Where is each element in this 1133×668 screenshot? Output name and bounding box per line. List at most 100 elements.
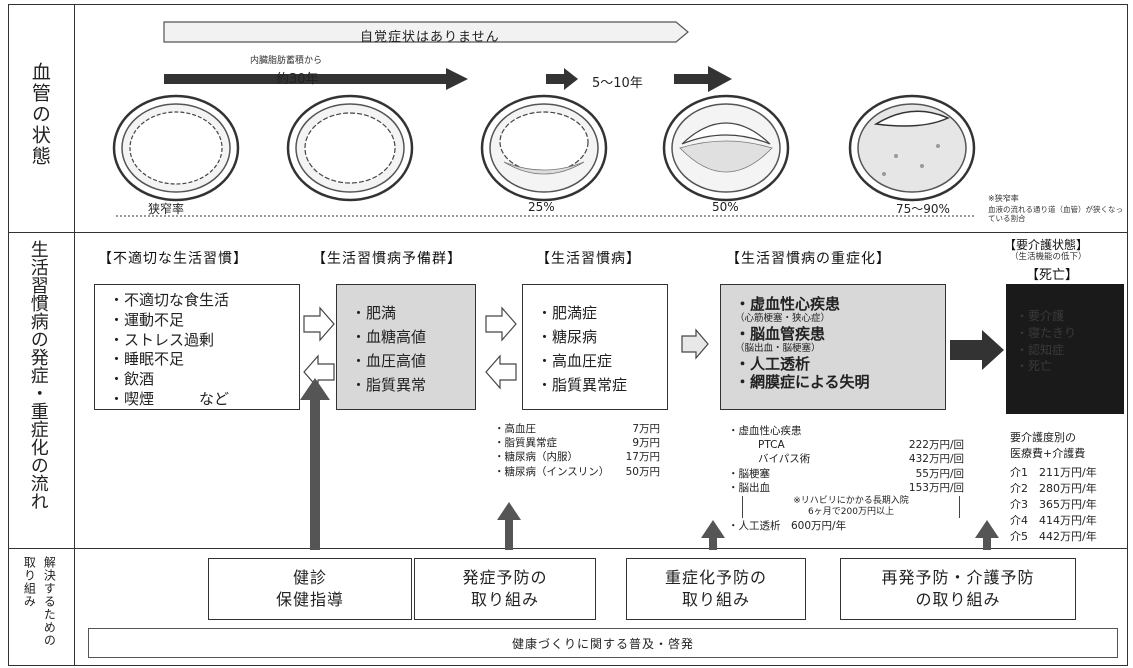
risk-item: ・脂質異常 — [351, 376, 427, 394]
disease-item: ・糖尿病 — [537, 328, 598, 346]
dark-arrow-to-care — [950, 330, 1004, 370]
vessel-section-graphics — [112, 21, 976, 217]
hollow-arrow-left-2 — [485, 354, 517, 390]
cost-dialysis: ・人工透析 600万円/年 — [728, 520, 847, 533]
habit-item: ・喫煙 など — [109, 389, 230, 408]
cost-name: バイパス術 — [758, 453, 811, 466]
visceral-fat-note: 内臓脂肪蓄積から — [250, 56, 323, 66]
stenosis-pct-75-90: 75～90% — [896, 202, 950, 216]
hollow-arrow-right-3 — [681, 328, 709, 360]
up-arrow-onset-prevention — [497, 502, 521, 550]
vessel-cross-section-1 — [112, 94, 240, 202]
disease-item: ・肥満症 — [537, 304, 598, 322]
effort-box-checkup: 健診 保健指導 — [208, 558, 412, 620]
rehab-note-1: ※リハビリにかかる長期入院 — [793, 495, 909, 506]
rehab-note-bracket: ※リハビリにかかる長期入院 6ヶ月で200万円以上 — [742, 495, 960, 519]
cost-name: ・脳梗塞 — [728, 467, 770, 480]
risk-item: ・血糖高値 — [351, 328, 427, 346]
habit-item: ・飲酒 — [109, 370, 155, 389]
stage-header-prediabetic-group: 【生活習慣病予備群】 — [312, 251, 462, 267]
cost-value: 222万円/回 — [908, 439, 964, 452]
stage-header-care-sub: （生活機能の低下） — [1010, 252, 1087, 262]
cost-value: 7万円 — [632, 423, 660, 435]
stage-box-lifestyle-disease: ・肥満症 ・糖尿病 ・高血圧症 ・脂質異常症 — [522, 284, 668, 410]
habit-item: ・ストレス過剰 — [109, 330, 215, 349]
cost-value: 9万円 — [632, 437, 660, 450]
stage-header-unhealthy-habits: 【不適切な生活習慣】 — [98, 251, 248, 267]
row-label-effort: 取り組み — [22, 556, 37, 608]
effort-box-onset-prevention: 発症予防の 取り組み — [414, 558, 596, 620]
effort-box-care-prevention: 再発予防・介護予防 の取り組み — [840, 558, 1076, 620]
hollow-arrow-right-2 — [485, 306, 517, 342]
care-cost-row: 介4 414万円/年 — [1010, 513, 1097, 527]
effort-box-severity-prevention: 重症化予防の 取り組み — [626, 558, 806, 620]
rehab-note-2: 6ヶ月で200万円以上 — [808, 507, 894, 518]
stage-box-prediabetic-group: ・肥満 ・血糖高値 ・血圧高値 ・脂質異常 — [336, 284, 476, 410]
stage-header-severe: 【生活習慣病の重症化】 — [726, 251, 891, 267]
row-label-flow: 生活習慣病の発症・重症化の流れ — [27, 240, 49, 510]
cost-value: 153万円/回 — [908, 481, 964, 494]
cost-value: 432万円/回 — [908, 453, 964, 466]
stenosis-pct-25: 25% — [528, 200, 555, 214]
vessel-cross-section-4 — [662, 94, 790, 202]
stage-box-severe: ・虚血性心疾患 （心筋梗塞・狭心症） ・脳血管疾患 （脳出血・脳梗塞） ・人工透… — [720, 284, 946, 410]
care-item: ・寝たきり — [1016, 325, 1077, 340]
care-cost-row: 介3 365万円/年 — [1010, 497, 1097, 511]
risk-item: ・血圧高値 — [351, 352, 427, 370]
care-cost-row: 介2 280万円/年 — [1010, 481, 1097, 495]
care-dark-box: ・要介護 ・寝たきり ・認知症 ・死亡 — [1006, 284, 1124, 414]
cost-name: ・高血圧 — [494, 423, 536, 435]
cost-value: 50万円 — [625, 465, 660, 478]
stage-header-care-needed: 【要介護状態】 — [1004, 238, 1089, 252]
years-5-10-label: 5～10年 — [592, 76, 643, 91]
no-symptoms-banner-arrow — [163, 21, 689, 43]
care-costs: 要介護度別の 医療費+介護費 介1 211万円/年 介2 280万円/年 介3 … — [1010, 430, 1097, 545]
stenosis-pct-50: 50% — [712, 200, 739, 214]
care-item: ・要介護 — [1016, 309, 1065, 323]
care-cost-row: 介5 442万円/年 — [1010, 529, 1097, 543]
disease-item: ・高血圧症 — [537, 352, 613, 370]
health-promotion-banner: 健康づくりに関する普及・啓発 — [88, 628, 1118, 658]
severe-item-note: （脳出血・脳梗塞） — [735, 343, 821, 355]
cost-value: 55万円/回 — [915, 467, 964, 480]
risk-item: ・肥満 — [351, 304, 397, 322]
vessel-cross-section-2 — [286, 94, 414, 202]
row-label-effort-sub: 解決するための — [42, 556, 57, 647]
care-item: ・死亡 — [1016, 359, 1053, 374]
row-divider-2 — [8, 548, 1128, 549]
stage-arrows — [300, 306, 1004, 550]
severe-item-note: （心筋梗塞・狭心症） — [735, 313, 831, 325]
stenosis-label: 狭窄率 — [148, 202, 185, 216]
care-costs-title: 要介護度別の — [1010, 431, 1076, 444]
years-30-label: 約30年 — [276, 72, 319, 87]
care-costs-title: 医療費+介護費 — [1010, 446, 1086, 460]
vessel-cross-section-3 — [480, 94, 608, 202]
vessel-cross-section-5 — [848, 94, 976, 202]
care-cost-row: 介1 211万円/年 — [1010, 465, 1097, 479]
stage-header-death: 【死亡】 — [1026, 268, 1079, 283]
up-arrow-checkup — [300, 378, 330, 550]
progression-arrow-2b — [674, 66, 732, 92]
hollow-arrow-left-1 — [303, 354, 335, 390]
stenosis-side-note-1: ※狭窄率 — [988, 194, 1019, 203]
cost-ihd: ・虚血性心疾患 — [728, 425, 802, 437]
stenosis-side-note-2: 血液の流れる通り道（血管）が狭くなっている割合 — [988, 205, 1123, 223]
severe-item: ・脳血管疾患 — [735, 324, 826, 343]
row-label-vessel: 血管の状態 — [28, 62, 51, 167]
stage-header-lifestyle-disease: 【生活習慣病】 — [536, 251, 641, 267]
progression-arrow-2a — [546, 68, 578, 90]
stage-box-unhealthy-habits: ・不適切な食生活 ・運動不足 ・ストレス過剰 ・睡眠不足 ・飲酒 ・喫煙 など — [94, 284, 300, 410]
row-divider-1 — [8, 232, 1128, 233]
cost-name: ・脂質異常症 — [494, 437, 557, 450]
cost-name: PTCA — [758, 439, 785, 452]
up-arrow-severity-prevention — [701, 520, 725, 550]
habit-item: ・睡眠不足 — [109, 350, 185, 369]
disease-item: ・脂質異常症 — [537, 376, 628, 394]
cost-name: ・糖尿病（内服） — [494, 451, 578, 464]
habit-item: ・運動不足 — [109, 310, 185, 329]
cost-name: ・糖尿病（インスリン） — [494, 465, 610, 478]
severe-item: ・網膜症による失明 — [735, 373, 870, 392]
up-arrow-care-prevention — [975, 520, 999, 550]
label-column-divider — [74, 4, 75, 666]
